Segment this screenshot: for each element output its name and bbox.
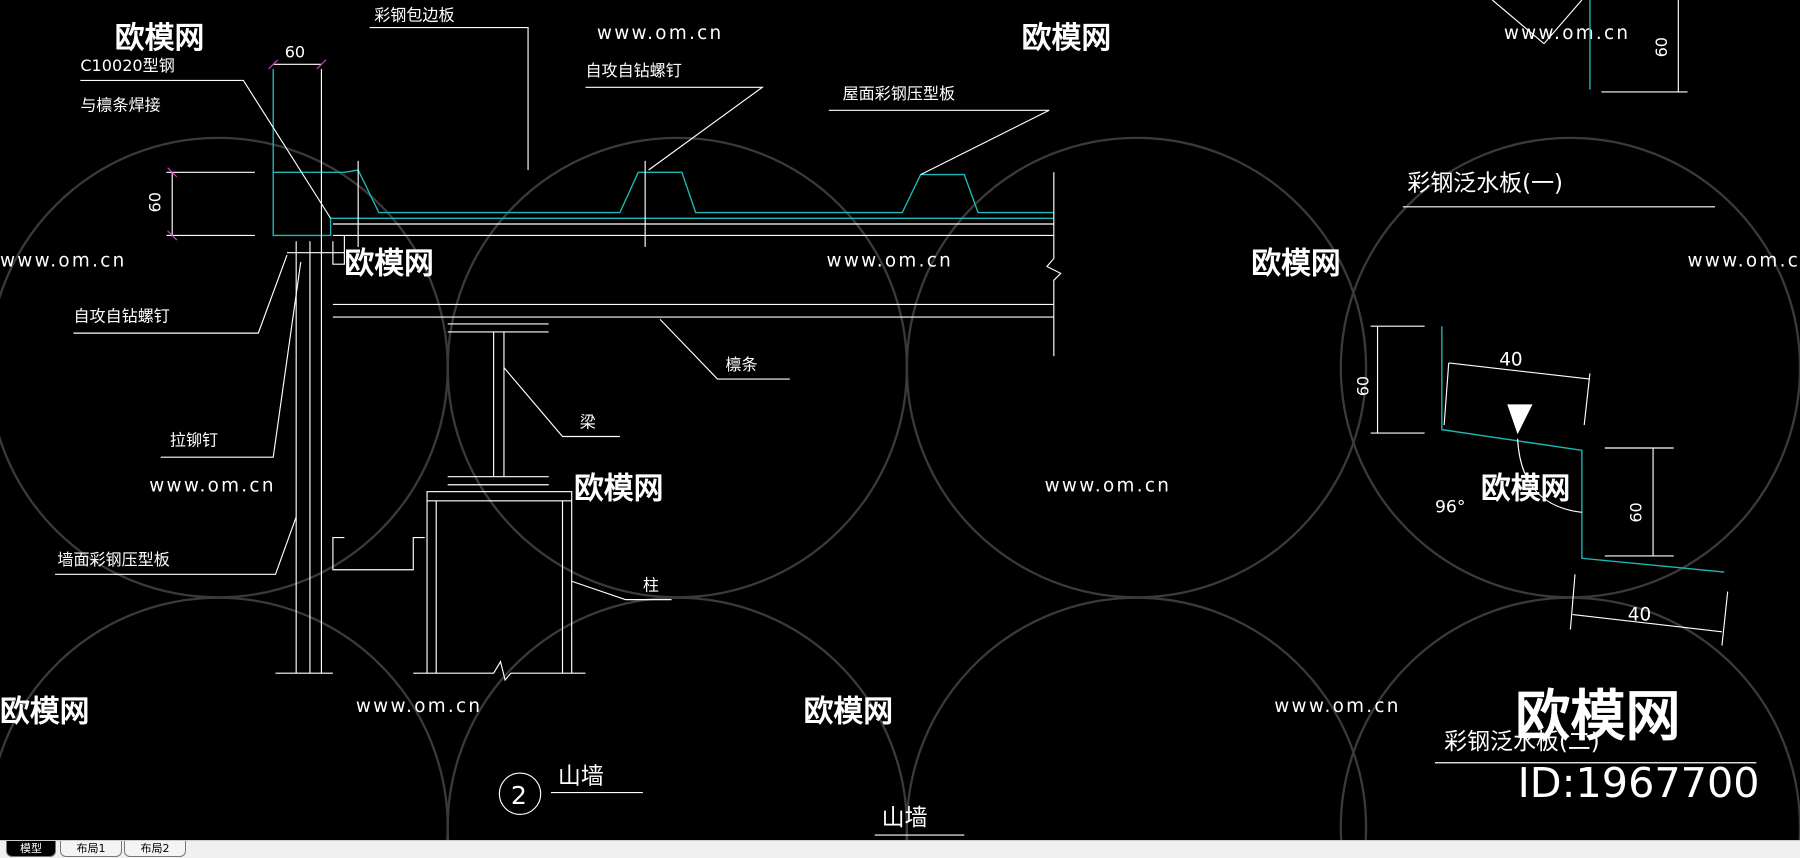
drawing-text: 柱	[643, 575, 659, 594]
drawing-text: 欧模网	[115, 21, 205, 56]
watermark-id-logo: 欧模网 ID:1967700	[1515, 684, 1759, 807]
drawing-text: 60	[285, 42, 305, 61]
watermark-pattern: 欧模网 www.om.cn 欧模网 www.om.cn www.om.cn 欧模网 w…	[0, 21, 1800, 842]
drawing-text: 墙面彩钢压型板	[57, 550, 169, 569]
tab-model[interactable]: 模型	[6, 841, 56, 857]
drawing-text: 60	[1353, 376, 1372, 396]
drawing-text: www.om.cn	[827, 250, 954, 271]
drawing-text: 96°	[1435, 497, 1466, 517]
drawing-text: 檩条	[726, 355, 758, 374]
drawing-text: C10020型钢	[80, 56, 174, 75]
drawing-text: 欧模网	[1515, 684, 1680, 748]
drawing-text: 欧模网	[1251, 246, 1341, 281]
drawing-text: 欧模网	[804, 694, 894, 729]
drawing-text: 欧模网	[344, 246, 434, 281]
drawing-text: www.om.cn	[0, 250, 127, 271]
drawing-text: 60	[146, 192, 165, 212]
drawing-text: www.om.cn	[1045, 476, 1172, 497]
drawing-text: 自攻自钻螺钉	[73, 307, 169, 326]
drawing-text: 40	[1628, 604, 1651, 625]
drawing-text: www.om.cn	[1504, 23, 1631, 44]
drawing-text: 彩钢泛水板(一)	[1407, 171, 1563, 197]
drawing-text: 60	[1627, 502, 1646, 522]
drawing-text: 欧模网	[1022, 21, 1112, 56]
layout-tab-bar: 模型 布局1 布局2	[0, 840, 1800, 858]
drawing-text: ID:1967700	[1518, 759, 1760, 807]
drawing-text: 欧模网	[1481, 472, 1571, 507]
drawing-text: 屋面彩钢压型板	[843, 84, 955, 103]
drawing-text: 拉铆钉	[170, 431, 218, 450]
drawing-text: 彩钢包边板	[374, 6, 454, 25]
drawing-text: 2	[511, 781, 527, 810]
drawing-text: 60	[1652, 37, 1671, 57]
flashing-detail-2: 60 40 96° 60 40 彩钢泛水板(二)	[1353, 325, 1757, 764]
drawing-text: www.om.cn	[1688, 250, 1800, 271]
drawing-text: www.om.cn	[1274, 696, 1401, 717]
tab-layout1[interactable]: 布局1	[60, 841, 122, 857]
drawing-text: 山墙	[882, 805, 928, 831]
drawing-text: 欧模网	[574, 472, 664, 507]
drawing-text: 自攻自钻螺钉	[585, 61, 681, 80]
flashing-detail-1: 60 彩钢泛水板(一)	[1402, 0, 1716, 208]
drawing-text: www.om.cn	[356, 696, 483, 717]
tab-layout2[interactable]: 布局2	[124, 841, 186, 857]
drawing-text: 山墙	[558, 763, 604, 789]
drawing-text: 与檩条焊接	[80, 95, 160, 114]
gable-wall-detail: 60 60 C10020型钢 与檩条焊接 彩钢包边板 自攻自钻螺钉 屋面彩钢压型…	[55, 6, 1062, 836]
drawing-text: 彩钢泛水板(二)	[1444, 729, 1600, 755]
drawing-text: 梁	[580, 412, 596, 431]
drawing-text: 欧模网	[0, 694, 90, 729]
drawing-text: www.om.cn	[149, 476, 276, 497]
drawing-text: www.om.cn	[597, 23, 724, 44]
drawing-text: 40	[1499, 349, 1522, 370]
